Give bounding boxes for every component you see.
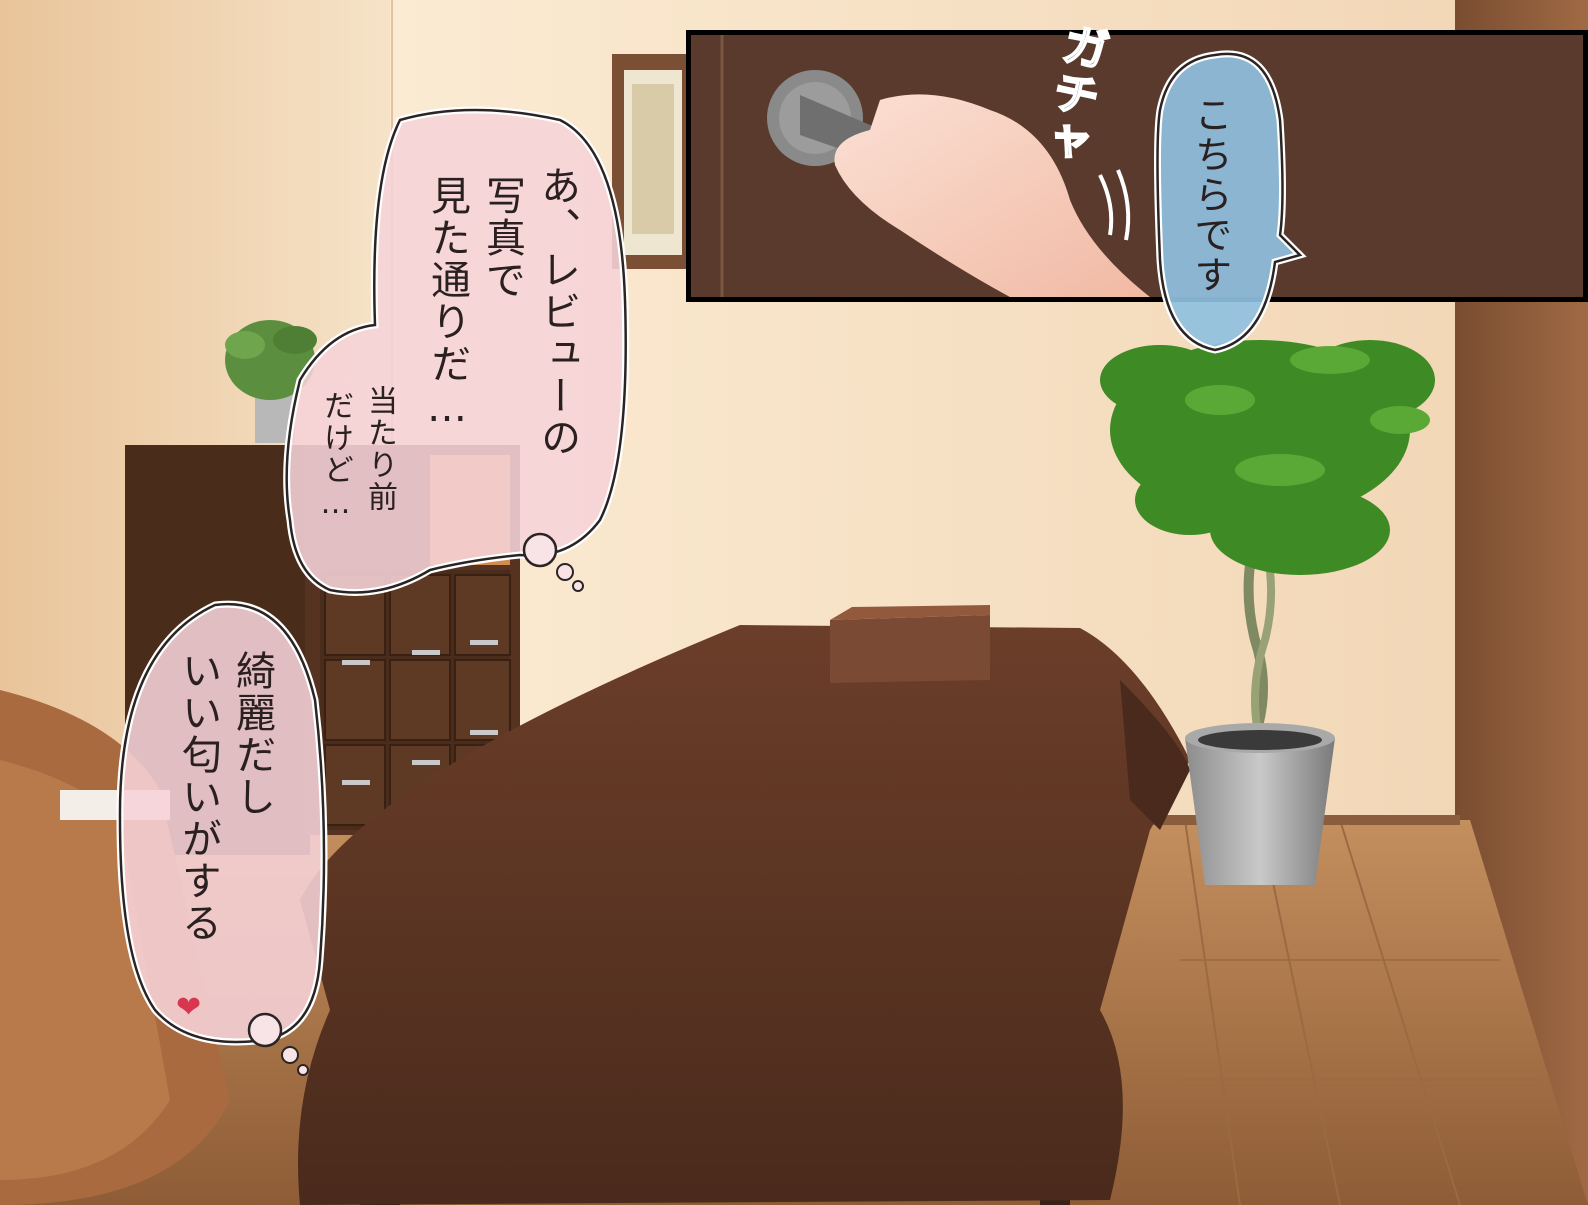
speech-text: こちらです [1188, 95, 1232, 295]
thought-bubble-top [283, 106, 630, 596]
thought-top-aside-2: だけど… [318, 390, 353, 523]
thought-top-line-1: あ、レビューの [534, 165, 580, 459]
face-pillow [830, 605, 990, 683]
thought-top-aside-1: 当たり前 [362, 385, 397, 513]
door-handle-panel [686, 30, 1588, 302]
thought-top-line-3: 見た通りだ… [424, 175, 470, 433]
thought-top-line-2: 写真で [479, 175, 525, 301]
speech-bubble [1154, 50, 1307, 354]
hand [834, 94, 1150, 297]
thought-bubble-bottom [116, 600, 328, 1076]
potted-tree [1100, 340, 1435, 885]
motion-lines [1098, 169, 1131, 241]
thought-bottom-line-1: 綺麗だし [229, 650, 275, 818]
massage-table [298, 625, 1190, 1205]
heart-icon: ❤ [176, 990, 202, 1025]
thought-bottom-line-2: いい匂いがする [175, 650, 221, 944]
